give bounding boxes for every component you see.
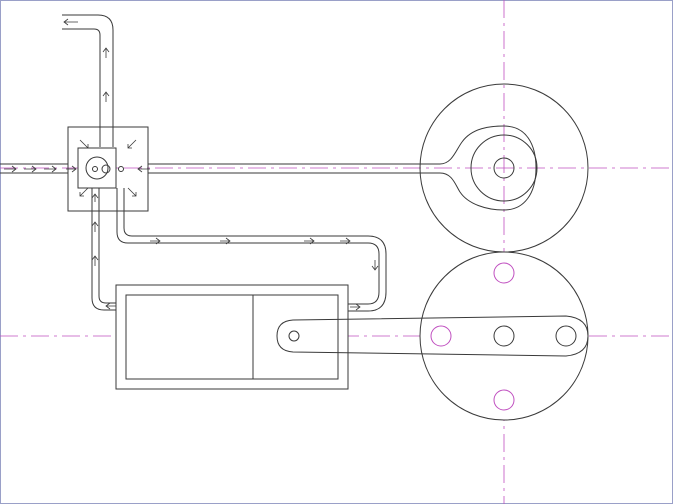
flow-arrow-icon: [91, 221, 99, 232]
connecting-rod: [276, 315, 589, 357]
flow-arrow-icon: [66, 165, 77, 173]
flow-arrow-icon: [24, 165, 37, 173]
flow-arrow-icon: [150, 237, 161, 245]
flow-arrow-icon: [63, 18, 78, 26]
flow-arrow-icon: [137, 165, 150, 173]
crank-wheel: [419, 251, 589, 421]
flow-arrow-icon: [44, 165, 57, 173]
crank-pin: [555, 325, 577, 347]
flow-arrow-icon: [91, 255, 99, 266]
counterweight-hole-bottom: [493, 389, 515, 411]
flow-arrow-icon: [350, 303, 361, 311]
crank-shaft-hub: [493, 325, 515, 347]
flow-arrow-icon: [91, 193, 99, 202]
flow-arrow-icon: [304, 237, 315, 245]
flow-arrow-icon: [127, 187, 137, 197]
valve-rod: [148, 163, 440, 174]
steam-port-pipe-left: [91, 188, 361, 311]
crosshead-pin: [288, 330, 300, 342]
flow-arrow-icon: [127, 139, 137, 149]
steam-inlet-pipe: [0, 163, 68, 174]
flow-arrow-icon: [220, 237, 231, 245]
eccentric-disc: [470, 134, 538, 202]
cylinder-bore: [125, 294, 339, 380]
flow-arrow-icon: [4, 165, 17, 173]
flow-arrow-icon: [371, 260, 379, 271]
counterweight-hole-left: [430, 325, 452, 347]
flow-arrow-icon: [102, 47, 110, 58]
flow-arrow-icon: [102, 91, 110, 102]
steam-supply-pipe: [62, 14, 114, 147]
flow-arrow-icon: [79, 187, 89, 197]
slide-valve: [77, 147, 124, 189]
flow-arrow-icon: [340, 237, 351, 245]
cylinder: [115, 284, 349, 390]
flow-arrow-icon: [79, 139, 89, 149]
counterweight-hole-top: [493, 262, 515, 284]
shaft-hub: [493, 157, 515, 179]
eccentric-strap: [439, 125, 537, 211]
flow-arrow-icon: [105, 302, 116, 310]
steam-port-pipe-right: [116, 188, 387, 312]
